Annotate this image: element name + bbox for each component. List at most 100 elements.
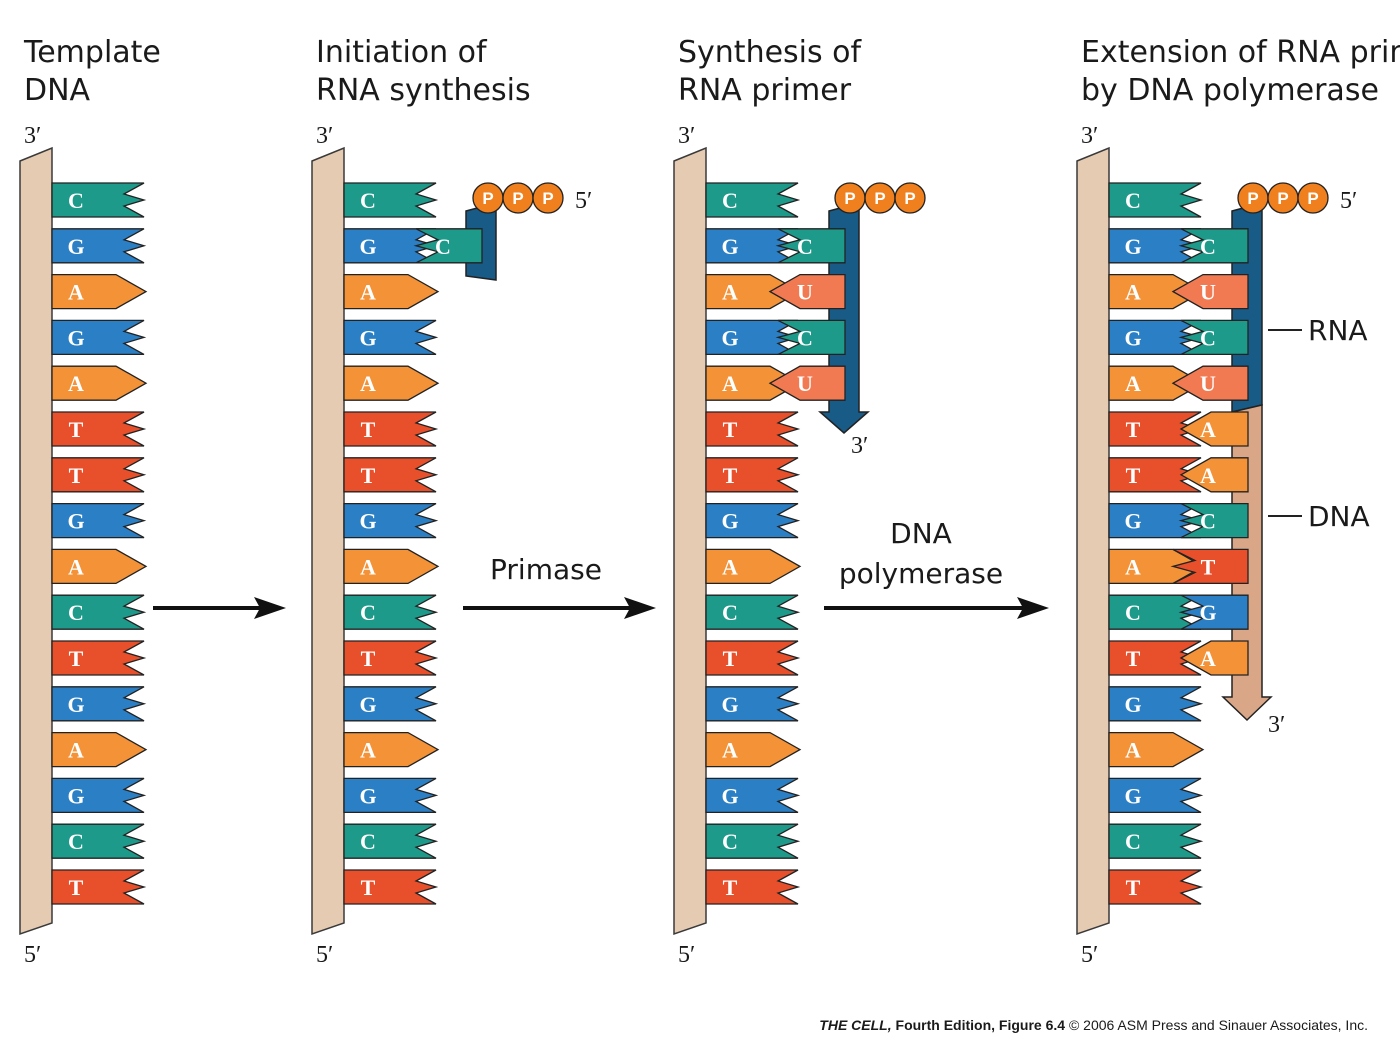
- template-base-C: [1108, 182, 1204, 218]
- template-base-T: [705, 411, 801, 447]
- paired-base-C: [775, 319, 846, 356]
- paired-base-letter: U: [1200, 371, 1216, 396]
- paired-base-A: [1179, 411, 1249, 447]
- template-backbone: [1076, 146, 1110, 936]
- template-base-letter: G: [721, 692, 738, 717]
- template-base-letter: T: [361, 417, 376, 442]
- template-base-letter: C: [68, 188, 84, 213]
- template-base-G: [51, 777, 147, 814]
- arrow-label: DNA: [890, 517, 952, 550]
- template-base-letter: T: [361, 463, 376, 488]
- template-base-C: [705, 594, 801, 630]
- template-3-end-label: 3′: [316, 123, 333, 149]
- paired-base-C: [413, 228, 483, 264]
- template-base-letter: T: [723, 417, 738, 442]
- strand-3-end-label: 3′: [1268, 712, 1285, 738]
- panel-title: RNA primer: [678, 73, 852, 108]
- template-base-C: [51, 823, 147, 859]
- template-5-end-label: 5′: [1081, 942, 1098, 968]
- template-base-letter: G: [67, 783, 84, 808]
- template-5-end-label: 5′: [24, 942, 41, 968]
- template-base-letter: A: [1125, 738, 1141, 763]
- template-base-letter: G: [359, 509, 376, 534]
- template-base-letter: G: [359, 692, 376, 717]
- phosphate-letter: P: [1247, 189, 1258, 208]
- template-base-letter: G: [67, 509, 84, 534]
- caption-rights: © 2006 ASM Press and Sinauer Associates,…: [1065, 1017, 1368, 1033]
- template-base-G: [51, 686, 147, 722]
- paired-base-C: [775, 228, 846, 264]
- template-base-T: [51, 869, 147, 905]
- paired-base-letter: C: [1200, 325, 1216, 350]
- paired-base-letter: U: [1200, 280, 1216, 305]
- template-base-letter: A: [68, 371, 84, 396]
- template-base-letter: A: [722, 280, 738, 305]
- phosphate-letter: P: [904, 189, 915, 208]
- template-base-letter: C: [1125, 829, 1141, 854]
- template-base-letter: T: [723, 646, 738, 671]
- template-base-C: [705, 823, 801, 859]
- template-base-A: [343, 365, 440, 401]
- template-base-letter: G: [721, 325, 738, 350]
- template-base-A: [343, 731, 440, 768]
- template-base-letter: C: [1125, 600, 1141, 625]
- template-base-C: [705, 182, 801, 218]
- template-base-G: [343, 686, 439, 722]
- paired-base-A: [1179, 457, 1249, 493]
- phosphate: [894, 182, 926, 214]
- phosphate-letter: P: [844, 189, 855, 208]
- paired-base-U: [1171, 273, 1249, 310]
- template-base-G: [51, 319, 147, 356]
- template-base-A: [705, 731, 802, 768]
- template-base-letter: G: [1124, 783, 1141, 808]
- template-base-T: [51, 640, 147, 676]
- strand-label-rna: RNA: [1308, 314, 1368, 347]
- template-base-T: [705, 640, 801, 676]
- panel-title: Template: [23, 35, 161, 70]
- template-base-G: [1108, 777, 1204, 814]
- template-base-letter: G: [359, 325, 376, 350]
- template-base-T: [343, 640, 439, 676]
- arrow-head: [624, 597, 656, 619]
- template-base-A: [343, 548, 440, 585]
- template-backbone: [673, 146, 707, 936]
- template-base-A: [1108, 731, 1205, 768]
- template-base-T: [705, 869, 801, 905]
- template-base-letter: A: [68, 280, 84, 305]
- panel-title: by DNA polymerase: [1081, 73, 1379, 108]
- template-base-letter: C: [360, 600, 376, 625]
- template-base-letter: T: [361, 875, 376, 900]
- paired-base-letter: A: [1200, 463, 1216, 488]
- template-base-letter: T: [69, 463, 84, 488]
- paired-base-A: [1179, 640, 1249, 676]
- template-base-letter: T: [1126, 417, 1141, 442]
- caption-figure: Figure 6.4: [995, 1017, 1066, 1033]
- template-base-A: [1108, 548, 1205, 585]
- template-base-letter: A: [360, 280, 376, 305]
- template-base-letter: G: [67, 234, 84, 259]
- template-base-letter: C: [722, 600, 738, 625]
- template-base-G: [343, 319, 439, 356]
- panel-title: DNA: [24, 73, 91, 108]
- template-base-letter: T: [1126, 875, 1141, 900]
- phosphate: [1297, 182, 1329, 214]
- template-base-C: [51, 182, 147, 218]
- phosphate-letter: P: [512, 189, 523, 208]
- template-base-T: [343, 411, 439, 447]
- template-base-G: [343, 502, 439, 539]
- template-base-letter: G: [1124, 234, 1141, 259]
- template-base-T: [51, 411, 147, 447]
- template-base-A: [51, 273, 148, 310]
- phosphate-letter: P: [1277, 189, 1288, 208]
- template-base-A: [51, 548, 148, 585]
- arrow-head: [254, 597, 286, 619]
- template-base-letter: A: [68, 554, 84, 579]
- template-backbone: [19, 146, 53, 936]
- template-base-T: [343, 457, 439, 493]
- phosphate-letter: P: [542, 189, 553, 208]
- template-base-letter: A: [1125, 554, 1141, 579]
- dna-replication-diagram: TemplateDNA3′5′CGAGATTGACTGAGCTInitiatio…: [19, 35, 1400, 968]
- paired-base-letter: C: [1200, 234, 1216, 259]
